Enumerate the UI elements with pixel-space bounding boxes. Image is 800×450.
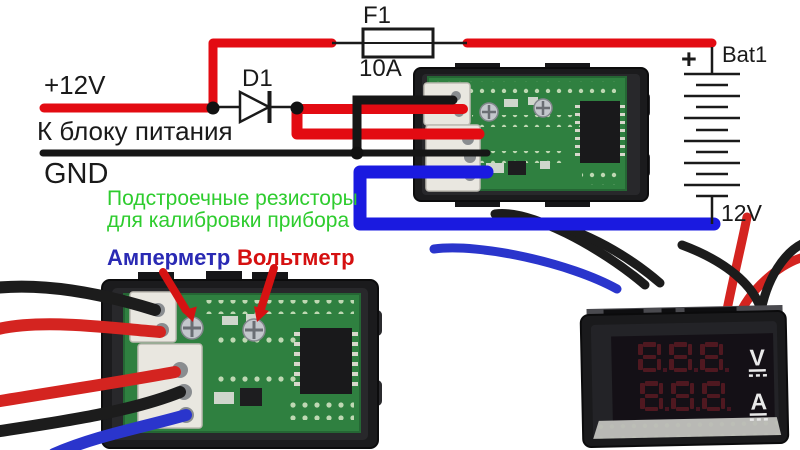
ammeter-arrow — [159, 268, 197, 322]
fuse-name-label: F1 — [363, 2, 392, 29]
supply-positive-label: +12V — [44, 70, 106, 100]
shunt-wire — [353, 165, 721, 231]
fuse-symbol — [332, 27, 467, 59]
ic-chip — [580, 101, 620, 163]
amp-readout — [640, 381, 733, 411]
supply-caption-label: К блоку питания — [37, 116, 233, 146]
junction-dot — [206, 101, 220, 115]
ground-wire — [39, 95, 491, 157]
voltmeter-arrow — [254, 264, 278, 322]
ic-chip — [300, 328, 352, 394]
battery-voltage-label: 12V — [721, 200, 762, 226]
trimmer-pot-icon — [533, 98, 553, 118]
trimmer-note-line2: для калибровки прибора — [107, 209, 350, 232]
battery-symbol — [684, 47, 740, 224]
volt-readout — [638, 342, 731, 372]
module-wires — [0, 280, 192, 450]
trimmer-note-line1: Подстроечные резисторы — [107, 187, 358, 210]
volt-unit: V — [748, 344, 767, 377]
fuse-rating-label: 10A — [359, 55, 402, 82]
voltmeter-trimmer-pot — [242, 318, 266, 342]
junction-dot — [290, 101, 304, 115]
battery-name-label: Bat1 — [722, 42, 768, 67]
svg-text:V: V — [749, 344, 766, 370]
ammeter-label: Амперметр — [107, 245, 231, 270]
ground-label: GND — [44, 158, 109, 190]
amp-unit: A — [749, 388, 768, 421]
diode-name-label: D1 — [242, 65, 273, 92]
positive-wire — [39, 38, 717, 140]
pcb-module-photo-large — [0, 270, 392, 450]
junction-dot — [350, 146, 364, 160]
trimmer-pot-icon — [479, 102, 499, 122]
ammeter-trimmer-pot — [180, 316, 204, 340]
svg-text:A: A — [750, 388, 767, 414]
battery-plus-label: + — [681, 44, 697, 74]
voltmeter-label: Вольтметр — [237, 245, 355, 270]
